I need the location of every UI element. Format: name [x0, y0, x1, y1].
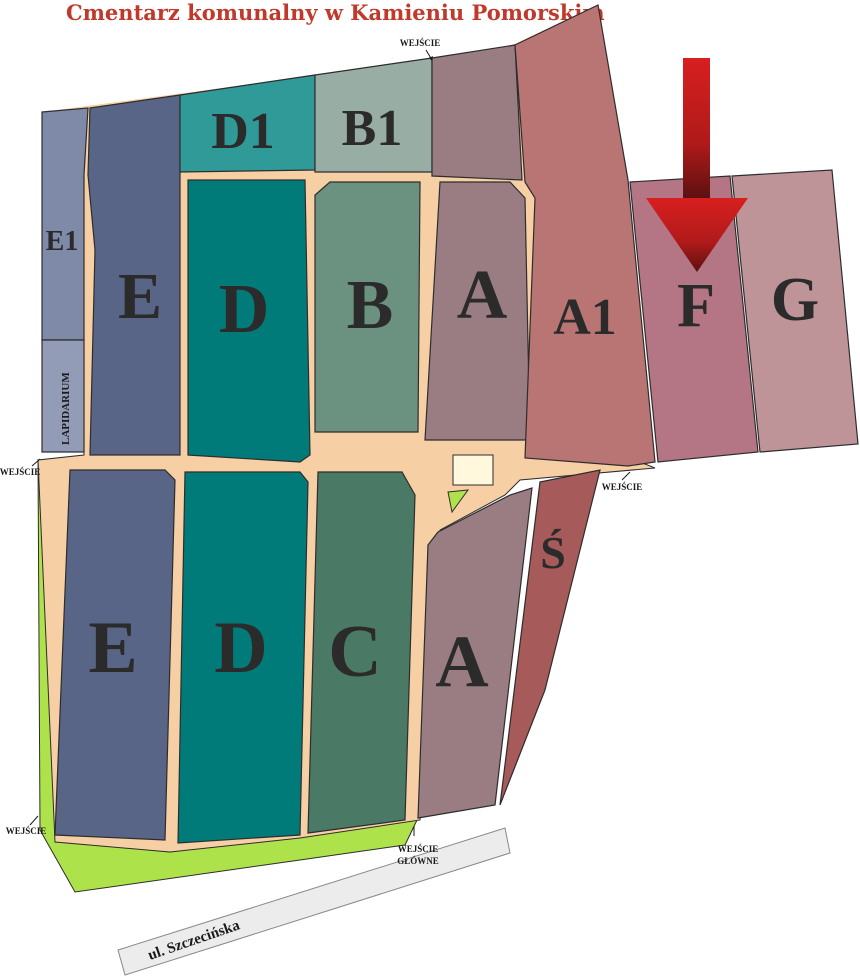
small-green-patch — [447, 489, 470, 514]
section-b[interactable] — [314, 181, 421, 433]
label-f: F — [677, 272, 715, 340]
entrance-east-arrow-icon — [621, 471, 631, 481]
section-s[interactable] — [499, 469, 601, 806]
section-g[interactable] — [731, 169, 859, 453]
section-a-north[interactable] — [424, 181, 531, 441]
label-e-south: E — [88, 607, 137, 689]
label-a-north: A — [457, 257, 508, 334]
entrance-east[interactable]: WEJŚCIE — [602, 471, 643, 492]
entrance-main-label-1: WEJŚCIE — [398, 844, 439, 854]
map-title: Cmentarz komunalny w Kamieniu Pomorskim — [66, 0, 605, 25]
entrance-southwest-label: WEJŚCIE — [6, 826, 47, 836]
label-c: C — [328, 611, 381, 693]
label-g: G — [771, 266, 819, 334]
entrance-west-label: WEJŚCIE — [0, 467, 40, 477]
label-b1: B1 — [342, 100, 403, 157]
label-d-north: D — [219, 271, 270, 348]
entrance-main-label-2: GŁÓWNE — [397, 856, 439, 866]
section-a-south[interactable] — [417, 487, 533, 819]
entrance-east-label: WEJŚCIE — [602, 482, 643, 492]
highlight-arrow-icon — [646, 58, 748, 272]
entrance-top[interactable]: WEJŚCIE — [400, 38, 441, 61]
entrance-west-arrow-icon — [31, 458, 41, 467]
entrance-main[interactable]: WEJŚCIE GŁÓWNE — [397, 826, 439, 866]
section-d-north[interactable] — [187, 179, 311, 463]
section-e-south[interactable] — [54, 469, 176, 841]
label-a1: A1 — [553, 289, 617, 346]
label-e1: E1 — [46, 226, 79, 257]
label-a-south: A — [435, 621, 488, 703]
label-s: Ś — [540, 527, 566, 578]
label-e-north: E — [118, 260, 162, 333]
entrance-southwest-arrow-icon — [29, 815, 39, 826]
section-c[interactable] — [307, 471, 416, 834]
entrance-west[interactable]: WEJŚCIE — [0, 458, 41, 477]
section-a1[interactable] — [514, 4, 656, 467]
label-b: B — [347, 267, 394, 344]
label-d1: D1 — [211, 103, 275, 160]
lapidarium-area[interactable] — [41, 339, 85, 453]
label-lapidarium: LAPIDARIUM — [60, 372, 72, 445]
section-e1[interactable] — [41, 107, 89, 341]
section-d-south[interactable] — [177, 471, 309, 844]
entrance-southwest[interactable]: WEJŚCIE — [6, 815, 47, 836]
entrance-top-label: WEJŚCIE — [400, 38, 441, 48]
section-a-north-header[interactable] — [431, 44, 523, 181]
chapel-building — [452, 454, 494, 486]
label-d-south: D — [214, 607, 267, 689]
